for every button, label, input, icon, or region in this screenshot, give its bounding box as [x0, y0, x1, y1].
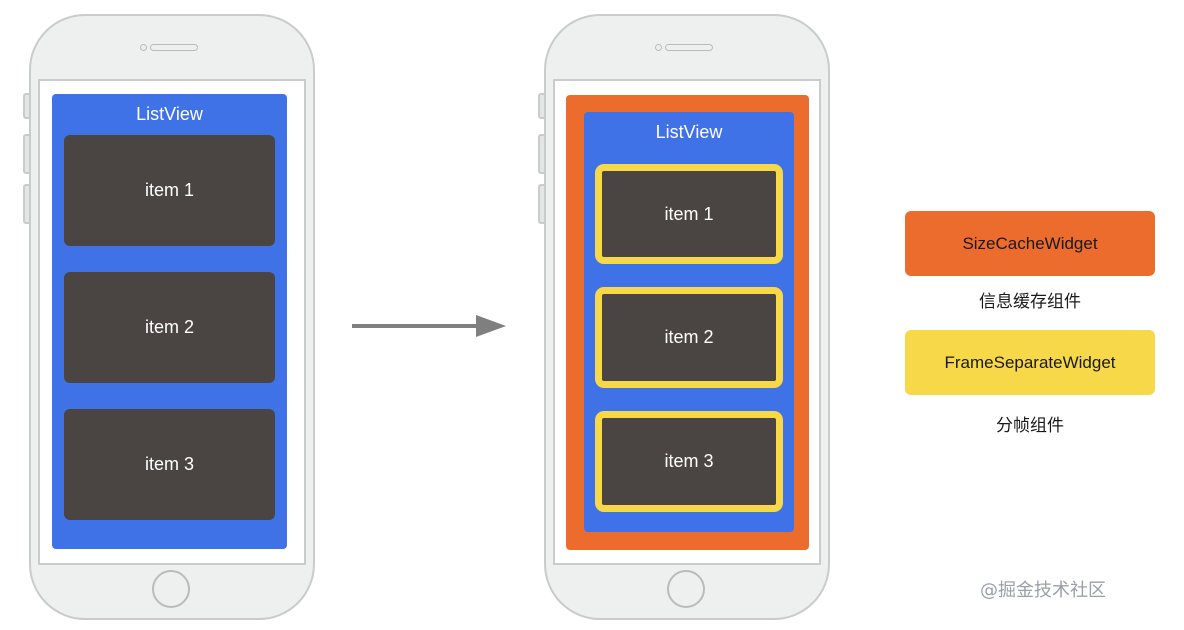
left-phone-mute-switch	[23, 93, 31, 119]
left-phone-volume-up	[23, 134, 31, 174]
right-list-item-3[interactable]: item 3	[595, 411, 783, 512]
legend-frame-separate-widget: FrameSeparateWidget	[905, 330, 1155, 395]
watermark: @掘金技术社区	[980, 580, 1106, 601]
legend-size-cache-caption: 信息缓存组件	[979, 292, 1081, 312]
left-phone-camera	[140, 44, 147, 51]
right-phone-camera	[655, 44, 662, 51]
left-list-item-1[interactable]: item 1	[64, 135, 275, 246]
right-listview-title: ListView	[655, 122, 723, 142]
left-listview-title: ListView	[136, 104, 203, 124]
right-list-item-2[interactable]: item 2	[595, 287, 783, 388]
left-list-item-2[interactable]: item 2	[64, 272, 275, 383]
right-phone-volume-up	[538, 134, 546, 174]
left-list-item-3[interactable]: item 3	[64, 409, 275, 520]
right-phone-speaker	[665, 44, 713, 51]
left-phone-home-button[interactable]	[152, 570, 190, 608]
left-phone-speaker	[150, 44, 198, 51]
right-phone-mute-switch	[538, 93, 546, 119]
right-phone-home-button[interactable]	[667, 570, 705, 608]
transform-arrow-icon	[352, 315, 506, 337]
legend-size-cache-widget: SizeCacheWidget	[905, 211, 1155, 276]
right-phone-volume-down	[538, 184, 546, 224]
legend-frame-separate-caption: 分帧组件	[996, 416, 1064, 436]
left-phone-volume-down	[23, 184, 31, 224]
right-list-item-1[interactable]: item 1	[595, 164, 783, 264]
